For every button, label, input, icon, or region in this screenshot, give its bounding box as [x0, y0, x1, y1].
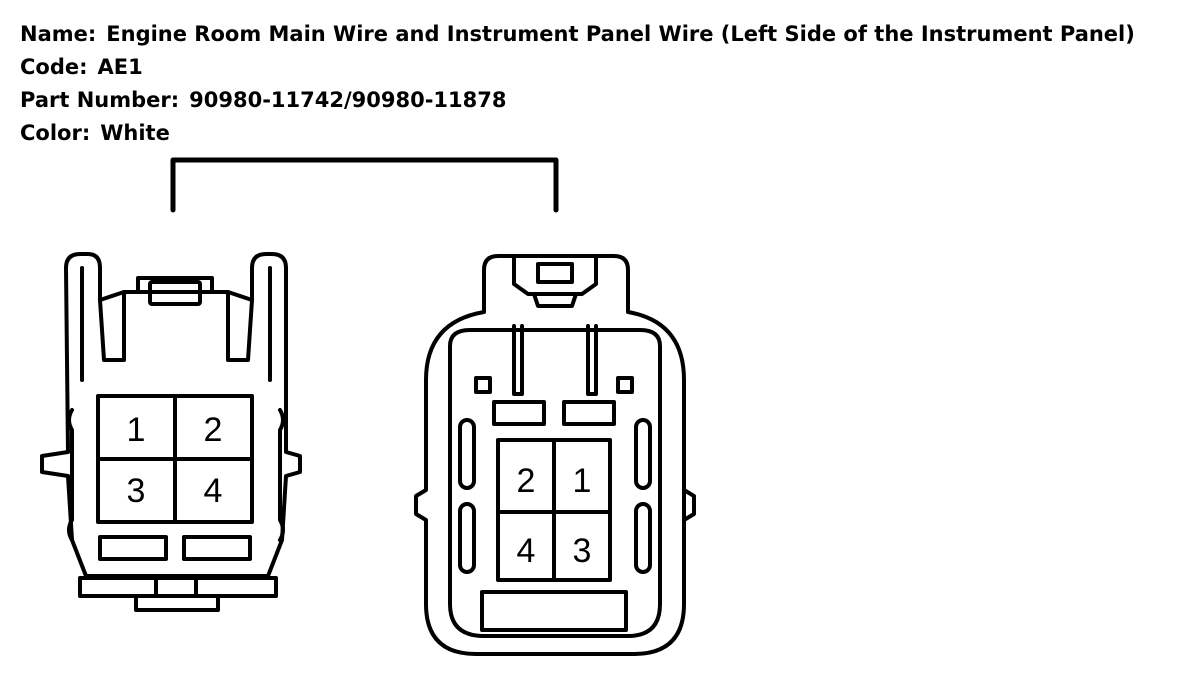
left-pin-label: 2: [204, 411, 223, 449]
part-label: Part Number:: [20, 88, 180, 112]
right-connector-outline: [414, 254, 696, 656]
connector-color: Color: White: [20, 123, 170, 144]
code-value: AE1: [97, 55, 143, 79]
name-value: Engine Room Main Wire and Instrument Pan…: [106, 22, 1135, 46]
name-label: Name:: [20, 22, 97, 46]
right-pin-label: 2: [517, 462, 536, 500]
left-pin-label: 1: [127, 411, 146, 449]
left-pin-label: 3: [127, 472, 146, 510]
code-label: Code:: [20, 55, 88, 79]
color-value: White: [100, 121, 170, 145]
right-pin-grid: [496, 438, 612, 582]
left-pin-label: 4: [204, 472, 223, 510]
right-pin-label: 3: [573, 532, 592, 570]
connector-code: Code: AE1: [20, 57, 143, 78]
right-pin-label: 4: [517, 532, 536, 570]
mating-bracket: [170, 157, 559, 213]
right-pin-label: 1: [573, 462, 592, 500]
part-number: Part Number: 90980-11742/90980-11878: [20, 90, 506, 111]
left-connector-outline: [40, 252, 302, 612]
part-value: 90980-11742/90980-11878: [189, 88, 507, 112]
color-label: Color:: [20, 121, 91, 145]
connector-name: Name: Engine Room Main Wire and Instrumen…: [20, 24, 1135, 45]
left-pin-grid: [96, 394, 254, 524]
